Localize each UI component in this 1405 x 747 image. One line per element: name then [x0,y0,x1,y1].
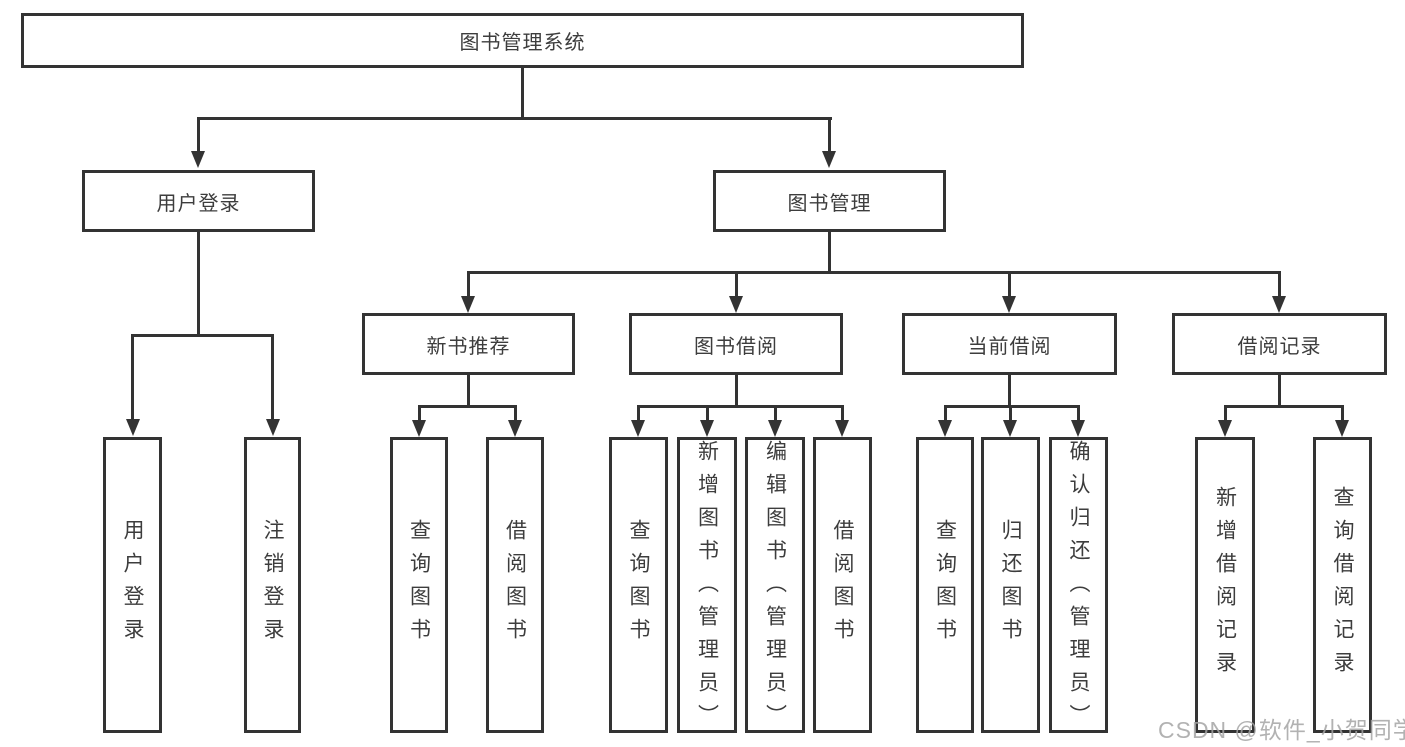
arrow-down-icon [266,419,280,436]
leaf-cb-return-books-label: 归还图书 [999,519,1022,651]
leaf-bb-add-books-admin-label: 新增图书（管理员） [695,440,719,737]
leaf-cb-confirm-return-admin-label: 确认归还（管理员） [1067,440,1090,737]
arrow-down-icon [412,420,426,437]
leaf-bb-edit-books-admin-label: 编辑图书（管理员） [763,440,787,737]
connector-currentborrow-drop [1008,271,1011,297]
connector-bookmgmt-drop [828,117,831,152]
arrow-down-icon [508,420,522,437]
arrow-down-icon [631,420,645,437]
connector-cb-confirm-drop [1077,405,1080,421]
connector-nb-query-drop [418,405,421,421]
arrow-down-icon [461,296,475,313]
leaf-user-login-label: 用户登录 [121,519,144,651]
arrow-down-icon [700,420,714,437]
arrow-down-icon [191,151,205,168]
node-root-system: 图书管理系统 [21,13,1024,68]
connector-br-add-drop [1224,405,1227,421]
leaf-nb-borrow-books-label: 借阅图书 [503,519,527,651]
arrow-down-icon [729,296,743,313]
arrow-down-icon [938,420,952,437]
arrow-down-icon [1335,420,1349,437]
leaf-nb-query-books-label: 查询图书 [407,519,431,651]
leaf-cb-query-books-label: 查询图书 [933,519,957,651]
leaf-cb-query-books: 查询图书 [916,437,974,733]
connector-bookborrow-bar [637,405,843,408]
node-book-borrowing-label: 图书借阅 [694,335,778,358]
node-user-login-label: 用户登录 [156,192,241,215]
connector-bookborrow-stem [735,375,738,407]
node-book-management-label: 图书管理 [787,192,872,215]
connector-borrowrecords-drop [1278,271,1281,297]
arrow-down-icon [835,420,849,437]
connector-bookmgmt-bar [467,271,1281,274]
node-book-management: 图书管理 [713,170,946,232]
arrow-down-icon [1071,420,1085,437]
connector-root-bar [197,117,832,120]
node-new-book-recommend-label: 新书推荐 [426,335,511,358]
connector-newbooks-drop [467,271,470,297]
connector-currentborrow-stem [1008,375,1011,407]
node-borrow-records-label: 借阅记录 [1237,335,1322,358]
connector-newbooks-bar [418,405,517,408]
arrow-down-icon [1218,420,1232,437]
node-current-borrowing-label: 当前借阅 [967,335,1052,358]
arrow-down-icon [1272,296,1286,313]
leaf-logout: 注销登录 [244,437,301,733]
connector-userlogin-bar [132,334,274,337]
node-user-login: 用户登录 [82,170,315,232]
leaf-bb-query-books: 查询图书 [609,437,668,733]
csdn-watermark: CSDN @软件_小贺同学 [1158,717,1405,743]
connector-newbooks-stem [467,375,470,407]
arrow-down-icon [1003,420,1017,437]
connector-cb-return-drop [1009,405,1012,421]
connector-bookborrow-drop [735,271,738,297]
connector-nb-borrow-drop [514,405,517,421]
leaf-nb-query-books: 查询图书 [390,437,448,733]
connector-bb-query-drop [637,405,640,421]
connector-bb-borrow-drop [841,405,844,421]
leaf-bb-borrow-books-label: 借阅图书 [831,519,854,651]
arrow-down-icon [1002,296,1016,313]
connector-userlogin-drop [197,117,200,152]
connector-userlogin-stem [197,232,200,336]
leaf-bb-borrow-books: 借阅图书 [813,437,872,733]
arrow-down-icon [768,420,782,437]
connector-bb-edit-drop [774,405,777,421]
arrow-down-icon [126,419,140,436]
leaf-nb-borrow-books: 借阅图书 [486,437,544,733]
leaf-user-login: 用户登录 [103,437,162,733]
arrow-down-icon [822,151,836,168]
leaf-bb-edit-books-admin: 编辑图书（管理员） [745,437,805,737]
node-book-borrowing: 图书借阅 [629,313,843,375]
leaf-br-add-record-label: 新增借阅记录 [1213,486,1237,684]
connector-bb-add-drop [706,405,709,421]
connector-bookmgmt-stem [828,232,831,273]
connector-ul-login-drop [131,334,134,420]
connector-cb-query-drop [944,405,947,421]
leaf-br-add-record: 新增借阅记录 [1195,437,1255,733]
node-root-label: 图书管理系统 [459,32,586,54]
connector-borrowrecords-bar [1224,405,1343,408]
connector-ul-logout-drop [271,334,274,420]
connector-br-query-drop [1341,405,1344,421]
leaf-cb-return-books: 归还图书 [981,437,1040,733]
leaf-br-query-record: 查询借阅记录 [1313,437,1372,733]
leaf-br-query-record-label: 查询借阅记录 [1331,486,1354,684]
connector-root-stem [521,68,524,119]
leaf-cb-confirm-return-admin: 确认归还（管理员） [1049,437,1108,737]
leaf-logout-label: 注销登录 [261,519,284,651]
node-current-borrowing: 当前借阅 [902,313,1117,375]
node-borrow-records: 借阅记录 [1172,313,1387,375]
connector-borrowrecords-stem [1278,375,1281,407]
leaf-bb-add-books-admin: 新增图书（管理员） [677,437,737,737]
leaf-bb-query-books-label: 查询图书 [627,519,650,651]
node-new-book-recommend: 新书推荐 [362,313,575,375]
